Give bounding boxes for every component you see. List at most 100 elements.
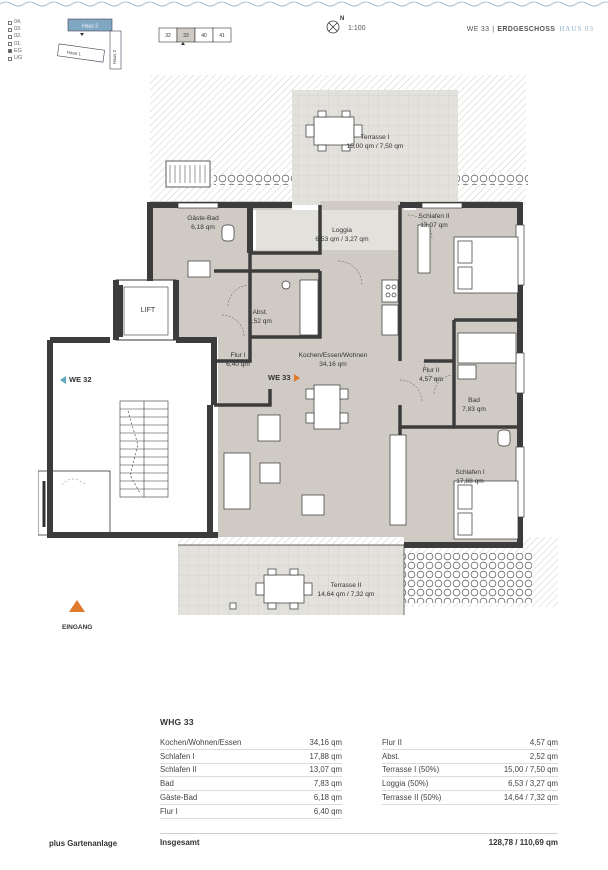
- area-label: Bad: [160, 779, 174, 789]
- area-value: 6,18 qm: [313, 793, 342, 803]
- haus-2-label: Haus 2: [112, 49, 117, 64]
- floor-legend-label: EG: [14, 47, 22, 54]
- unit-strip-label: 33: [183, 33, 189, 39]
- loggia-area: [256, 210, 400, 250]
- room-area: 15,00 qm / 7,50 qm: [346, 142, 404, 150]
- area-table-row: Terrasse II (50%) 14,64 / 7,32 qm: [382, 791, 558, 805]
- room-area: 6,18 qm: [191, 223, 215, 231]
- area-table-row: Abst.2,52 qm: [382, 750, 558, 764]
- floor-legend-label: UG: [14, 55, 23, 62]
- total-label: Insgesamt: [160, 838, 200, 847]
- north-label: N: [340, 16, 344, 22]
- floor-legend-label: 02.: [14, 33, 22, 40]
- area-value: 4,57 qm: [529, 737, 558, 747]
- area-table-row: Schlafen II 13,07 qm: [160, 764, 342, 778]
- haus-name: HAUS 03: [559, 25, 594, 33]
- haus-1-block: [57, 43, 105, 63]
- we-32-entrance-link[interactable]: WE 32: [60, 375, 92, 384]
- floor-legend-label: 01.: [14, 40, 22, 47]
- room-area: 6,40 qm: [226, 360, 250, 368]
- floor-legend-label: 03.: [14, 26, 22, 33]
- area-label: Kochen/Wohnen/Essen: [160, 737, 242, 747]
- area-label: Terrasse II (50%): [382, 793, 442, 803]
- planter: [165, 160, 211, 188]
- floor-plan-drawing: [37, 75, 558, 615]
- plan-scale: 1:100: [348, 25, 366, 32]
- hedge: [458, 173, 528, 185]
- marker-icon: [80, 33, 84, 36]
- room-name: Loggia: [332, 227, 352, 234]
- hedge: [214, 173, 292, 185]
- haus-3-label: Haus 3: [82, 24, 98, 30]
- we-32-label: WE 32: [69, 375, 92, 384]
- staircase-icon: [119, 400, 169, 498]
- area-table-row: Loggia (50%) 6,53 / 3,27 qm: [382, 777, 558, 792]
- total-row: Insgesamt 128,78 / 110,69 qm: [160, 833, 558, 847]
- area-label: Gäste-Bad: [160, 793, 198, 803]
- unit-title: WHG 33: [160, 717, 194, 727]
- area-label: Abst.: [382, 751, 400, 761]
- floor-legend-item: 04.: [8, 19, 22, 26]
- interior-walls: [214, 205, 520, 470]
- area-label: Schlafen I: [160, 751, 195, 761]
- floor-legend-item: EG: [8, 48, 22, 55]
- unit-strip-label: 32: [165, 33, 171, 39]
- area-value: 13,07 qm: [309, 765, 342, 775]
- arrow-right-icon: [293, 373, 300, 382]
- floor-legend-item: 01.: [8, 41, 22, 48]
- arrow-left-icon: [60, 375, 66, 384]
- room-area: 17,88 qm: [456, 477, 484, 485]
- room-name: Terrasse I: [360, 134, 390, 141]
- checkbox-icon: [8, 49, 12, 54]
- area-table-row: Terrasse I (50%)15,00 / 7,50 qm: [382, 764, 558, 778]
- we-33-label: WE 33: [268, 373, 291, 382]
- room-area: 34,16 qm: [319, 360, 347, 368]
- checkbox-icon: [8, 35, 12, 39]
- room-name: Abst.: [252, 309, 268, 316]
- area-value: 7,83 qm: [313, 779, 342, 789]
- balustrade: [178, 544, 405, 615]
- current-unit-marker-icon: [181, 42, 185, 45]
- room-area: 14,64 qm / 7,32 qm: [317, 590, 375, 598]
- we-33-entrance-link[interactable]: WE 33: [268, 373, 300, 382]
- haus-2-block: [109, 30, 122, 70]
- total-value: 128,78 / 110,69 qm: [488, 838, 558, 847]
- area-label: Loggia (50%): [382, 779, 429, 789]
- area-value: 6,40 qm: [313, 806, 342, 816]
- room-label: Abst.2,52 qm: [248, 309, 272, 326]
- site-plan-map: Haus 3 Haus 2 Haus 1: [57, 18, 122, 70]
- floor-legend-item: 02.: [8, 33, 22, 40]
- entrance-label: EINGANG: [62, 624, 93, 631]
- room-name: Flur II: [422, 367, 440, 374]
- room-area: 7,83 qm: [462, 405, 486, 413]
- room-name: Bad: [468, 397, 480, 404]
- lift-label: LIFT: [140, 307, 156, 314]
- area-label: Schlafen II: [160, 765, 197, 775]
- area-value: 6,53 / 3,27 qm: [508, 779, 558, 789]
- area-value: 14,64 / 7,32 qm: [503, 793, 558, 803]
- furniture: [187, 110, 519, 610]
- room-area: 13,07 qm: [420, 221, 448, 229]
- checkbox-icon: [8, 20, 12, 25]
- north-compass-icon: N: [326, 16, 344, 34]
- entrance-arrow-icon: [69, 600, 86, 612]
- area-table-row: Gäste-Bad 6,18 qm: [160, 791, 342, 805]
- floor-name: ERDGESCHOSS: [497, 26, 556, 33]
- floor-legend-item: UG: [8, 55, 22, 62]
- unit-strip-label: 40: [201, 33, 207, 39]
- room-name: Kochen/Essen/Wohnen: [298, 352, 368, 359]
- hedge-south: [404, 553, 532, 603]
- area-label: Terrasse I (50%): [382, 765, 440, 775]
